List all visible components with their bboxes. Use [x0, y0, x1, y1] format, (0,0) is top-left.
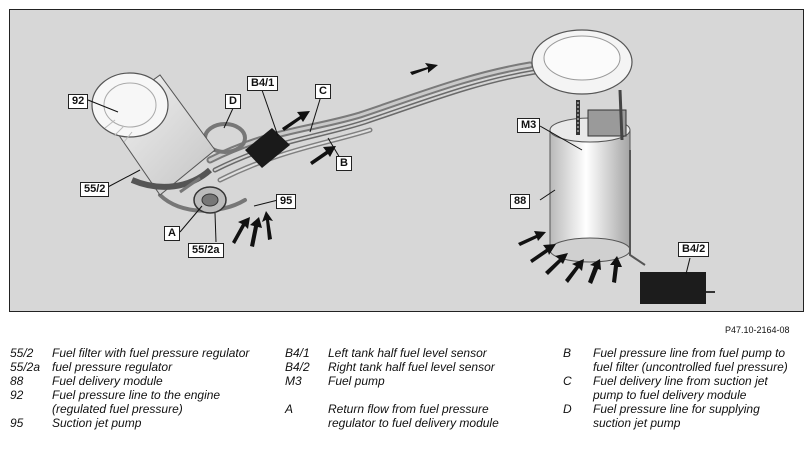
- legend-item: 95 Suction jet pump: [10, 416, 265, 430]
- legend-text: Return flow from fuel pressure regulator…: [328, 402, 499, 430]
- legend-item: A Return flow from fuel pressure regulat…: [285, 402, 550, 430]
- figure-reference-code: P47.10-2164-08: [725, 325, 790, 335]
- legend-key: B4/2: [285, 360, 310, 374]
- legend-text: Fuel pressure line to the engine (regula…: [52, 388, 221, 416]
- legend-text: Left tank half fuel level sensor: [328, 346, 487, 360]
- legend-text: Fuel pressure line for supplying suction…: [593, 402, 760, 430]
- callout-55-2a: 55/2a: [188, 243, 224, 258]
- legend-key: B: [563, 346, 572, 360]
- legend-item: 88 Fuel delivery module: [10, 374, 265, 388]
- leader-lines: [87, 89, 691, 275]
- callout-88: 88: [510, 194, 531, 209]
- legend-key: C: [563, 374, 572, 388]
- legend-key: 55/2a: [10, 360, 41, 374]
- legend-text: Fuel delivery module: [52, 374, 163, 388]
- legend-item: 92 Fuel pressure line to the engine (reg…: [10, 388, 265, 416]
- legend-key: M3: [285, 374, 302, 388]
- legend-key: 88: [10, 374, 24, 388]
- legend-key: A: [285, 402, 294, 416]
- legend-key: 92: [10, 388, 24, 402]
- callout-55-2: 55/2: [80, 182, 110, 197]
- legend-key: D: [563, 402, 572, 416]
- legend-key: 55/2: [10, 346, 34, 360]
- level-sensor-b4-2: [640, 272, 706, 304]
- callout-b4-1: B4/1: [247, 76, 279, 91]
- legend-item: B4/1 Left tank half fuel level sensor: [285, 346, 550, 360]
- callout-95: 95: [276, 194, 297, 209]
- legend-column-1: 55/2 Fuel filter with fuel pressure regu…: [10, 346, 265, 430]
- legend-text: Fuel filter with fuel pressure regulator: [52, 346, 250, 360]
- legend-item: 55/2 Fuel filter with fuel pressure regu…: [10, 346, 265, 360]
- legend-text: Fuel pump: [328, 374, 385, 388]
- legend-text: Suction jet pump: [52, 416, 142, 430]
- legend-item: M3 Fuel pump: [285, 374, 550, 388]
- legend-item: B4/2 Right tank half fuel level sensor: [285, 360, 550, 374]
- legend-column-2: B4/1 Left tank half fuel level sensor B4…: [285, 346, 550, 430]
- callout-b: B: [336, 156, 352, 171]
- fuel-system-illustration: [87, 29, 715, 304]
- legend-column-3: B Fuel pressure line from fuel pump to f…: [563, 346, 808, 430]
- callout-b4-2: B4/2: [678, 242, 710, 257]
- fuel-filter-55-2: [91, 72, 216, 196]
- diagram-figure: 92 D B4/1 C B 55/2 95 A 55/2a M3 88 B4/2: [9, 9, 804, 312]
- legend-item: D Fuel pressure line for supplying sucti…: [563, 402, 808, 430]
- level-sensor-b4-1: [245, 128, 290, 168]
- flow-arrows: [232, 63, 622, 284]
- callout-m3: M3: [517, 118, 541, 133]
- legend-key: 95: [10, 416, 24, 430]
- callout-d: D: [225, 94, 241, 109]
- legend-item: C Fuel delivery line from suction jet pu…: [563, 374, 808, 402]
- legend-spacer: [285, 388, 550, 402]
- legend-text: Right tank half fuel level sensor: [328, 360, 495, 374]
- legend-text: fuel pressure regulator: [52, 360, 173, 374]
- legend-item: B Fuel pressure line from fuel pump to f…: [563, 346, 808, 374]
- legend-key: B4/1: [285, 346, 310, 360]
- legend-text: Fuel pressure line from fuel pump to fue…: [593, 346, 788, 374]
- legend-text: Fuel delivery line from suction jet pump…: [593, 374, 768, 402]
- callout-92: 92: [68, 94, 89, 109]
- callout-c: C: [315, 84, 331, 99]
- callout-a: A: [164, 226, 180, 241]
- fuel-delivery-module-88: [531, 29, 646, 266]
- legend-item: 55/2a fuel pressure regulator: [10, 360, 265, 374]
